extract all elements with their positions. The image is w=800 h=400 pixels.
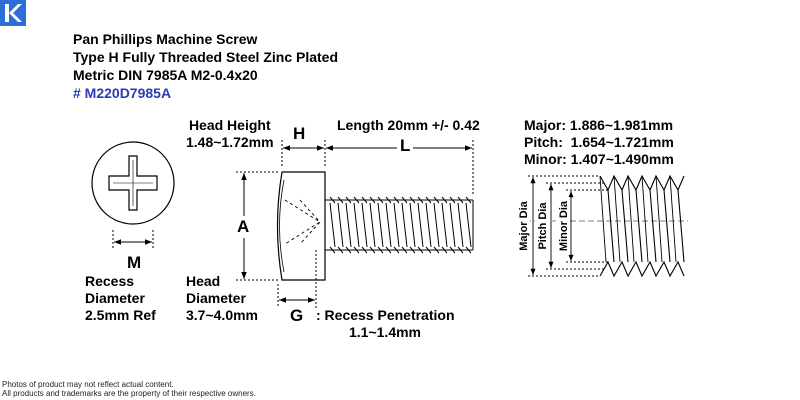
- pitch-spec: Pitch: 1.654~1.721mm: [524, 134, 674, 150]
- head-height-label: Head Height 1.48~1.72mm: [186, 117, 274, 150]
- thread-detail-view: [525, 174, 688, 278]
- g-letter: G: [290, 306, 304, 325]
- head-diameter-dimension: [236, 171, 280, 281]
- brand-logo-icon: [0, 0, 26, 26]
- screw-head-side: [276, 171, 326, 281]
- minor-dia-label: Minor Dia: [558, 200, 570, 251]
- recess-diameter-label: Recess Diameter 2.5mm Ref: [85, 273, 156, 323]
- major-spec: Major: 1.886~1.981mm: [524, 117, 674, 133]
- phillips-cross-icon: [108, 155, 158, 211]
- minor-spec: Minor: 1.407~1.490mm: [524, 151, 674, 167]
- recess-penetration-dimension: [277, 250, 317, 308]
- title-line-1: Pan Phillips Machine Screw: [73, 31, 258, 47]
- h-letter: H: [293, 124, 306, 143]
- pitch-dia-label: Pitch Dia: [537, 202, 549, 250]
- a-letter: A: [237, 217, 250, 236]
- thread-diameter-dimensions: [528, 175, 608, 277]
- footer-disclaimer-1: Photos of product may not reflect actual…: [2, 380, 174, 389]
- m-letter: M: [127, 253, 142, 272]
- screw-shank-side: [325, 196, 474, 254]
- part-number: # M220D7985A: [73, 85, 172, 101]
- title-line-2: Type H Fully Threaded Steel Zinc Plated: [73, 49, 339, 65]
- recess-diameter-dimension: [112, 230, 154, 248]
- title-line-3: Metric DIN 7985A M2-0.4x20: [73, 67, 258, 83]
- head-height-dimension: [281, 140, 326, 168]
- l-letter: L: [397, 137, 414, 154]
- product-title: Pan Phillips Machine Screw Type H Fully …: [73, 30, 338, 102]
- length-label: Length 20mm +/- 0.42: [337, 117, 480, 133]
- recess-penetration-label: : Recess Penetration 1.1~1.4mm: [316, 307, 455, 340]
- footer-disclaimer-2: All products and trademarks are the prop…: [2, 389, 256, 398]
- head-top-view: [91, 141, 175, 225]
- major-dia-label: Major Dia: [518, 200, 530, 250]
- head-diameter-label: Head Diameter 3.7~4.0mm: [186, 273, 258, 323]
